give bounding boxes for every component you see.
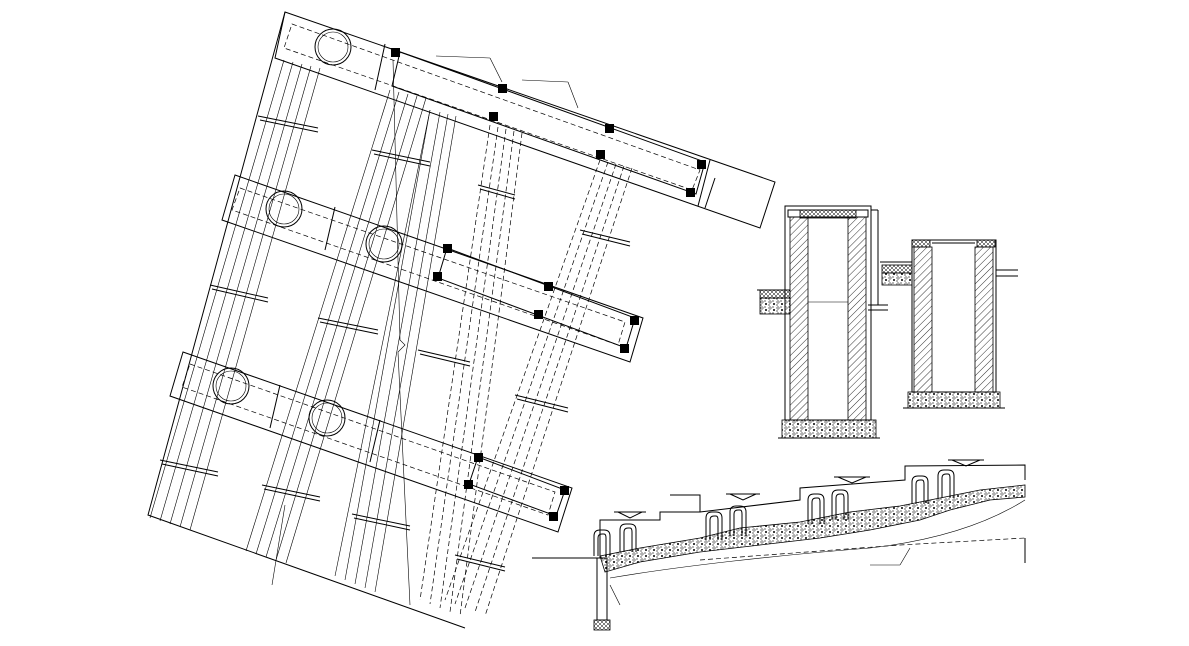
manhole-section-deep [757,205,888,439]
stone-embankment [599,484,1026,573]
plan-boundary [147,11,466,629]
leader-line [271,504,286,586]
terrace-long-section [532,459,1026,631]
plan-view [147,11,776,629]
pipe-bundle-2 [245,89,427,564]
chamber-row-3 [169,351,573,533]
railings [593,469,955,556]
manhole-circle [314,28,352,66]
pipe-bundle-3 [334,109,457,593]
level-markers [614,459,984,519]
chamber-row-1 [274,11,776,229]
pipe-bundle-5-dashed [444,159,633,617]
manhole-section-shallow [880,239,1018,409]
chamber-row-2 [221,174,644,363]
pipe-bundle-4-dashed [419,124,523,617]
post-marker [391,48,400,57]
pipe-bundle-1 [149,59,321,531]
break-line [392,59,411,606]
pipe-ties [159,115,631,572]
